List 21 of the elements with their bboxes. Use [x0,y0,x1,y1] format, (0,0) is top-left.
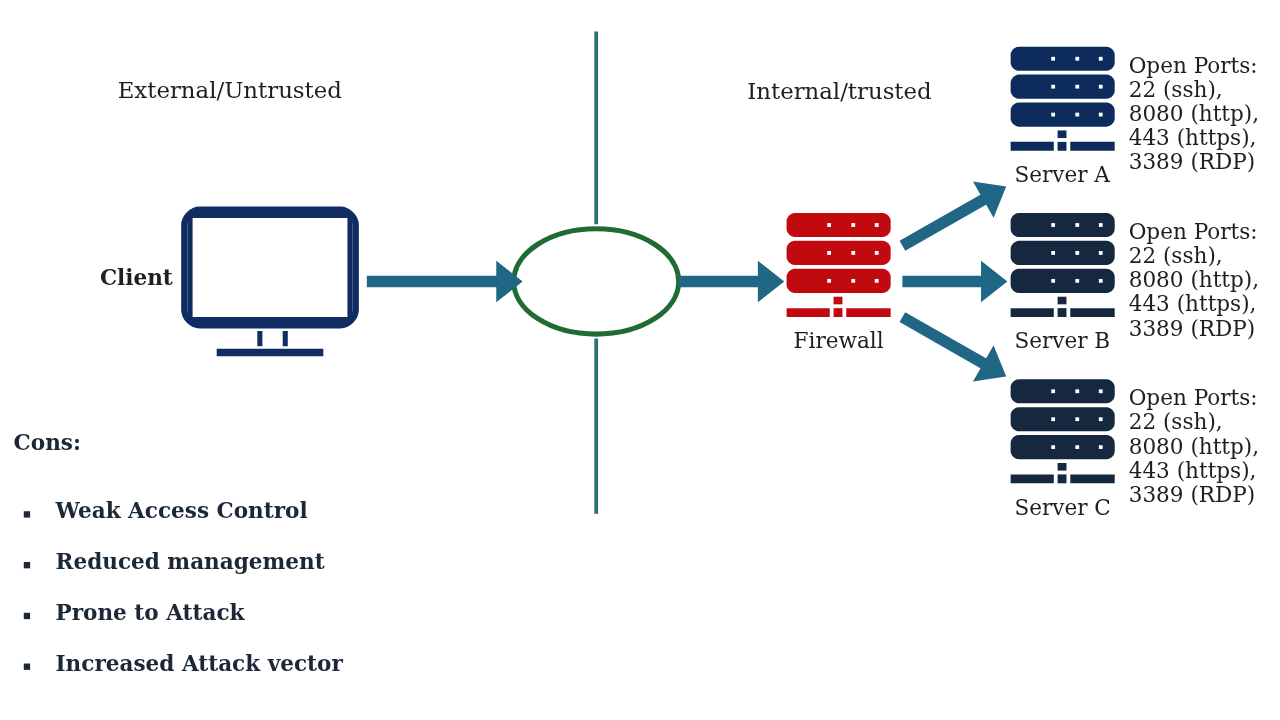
arrow [679,260,785,302]
node-label: Server C [1014,494,1111,520]
node-label: Open Ports: 22 (ssh), 8080 (http), 443 (https), 3389 (RDP) [1128,218,1260,341]
node-label: Open Ports: 22 (ssh), 8080 (http), 443 (https), 3389 (RDP) [1128,52,1260,174]
label: External/Untrusted [117,76,342,103]
node-label: Server B [1014,327,1111,353]
arrow [899,311,1007,381]
label: Weak Access Control [55,497,308,523]
node-label: Firewall [793,327,884,353]
label: Prone to Attack [55,599,245,625]
node-cloud [511,225,682,337]
node-label: Client [99,264,173,290]
arrow [902,260,1008,302]
label: Cons: [13,429,81,455]
arrow [366,260,523,302]
label: Internal/trusted [747,77,932,104]
node-label: Server A [1014,161,1110,187]
node-label: Open Ports: 22 (ssh), 8080 (http), 443 (https), 3389 (RDP) [1128,384,1260,507]
arrow [899,181,1007,251]
label: Increased Attack vector [55,650,343,676]
label: Reduced management [55,548,325,574]
